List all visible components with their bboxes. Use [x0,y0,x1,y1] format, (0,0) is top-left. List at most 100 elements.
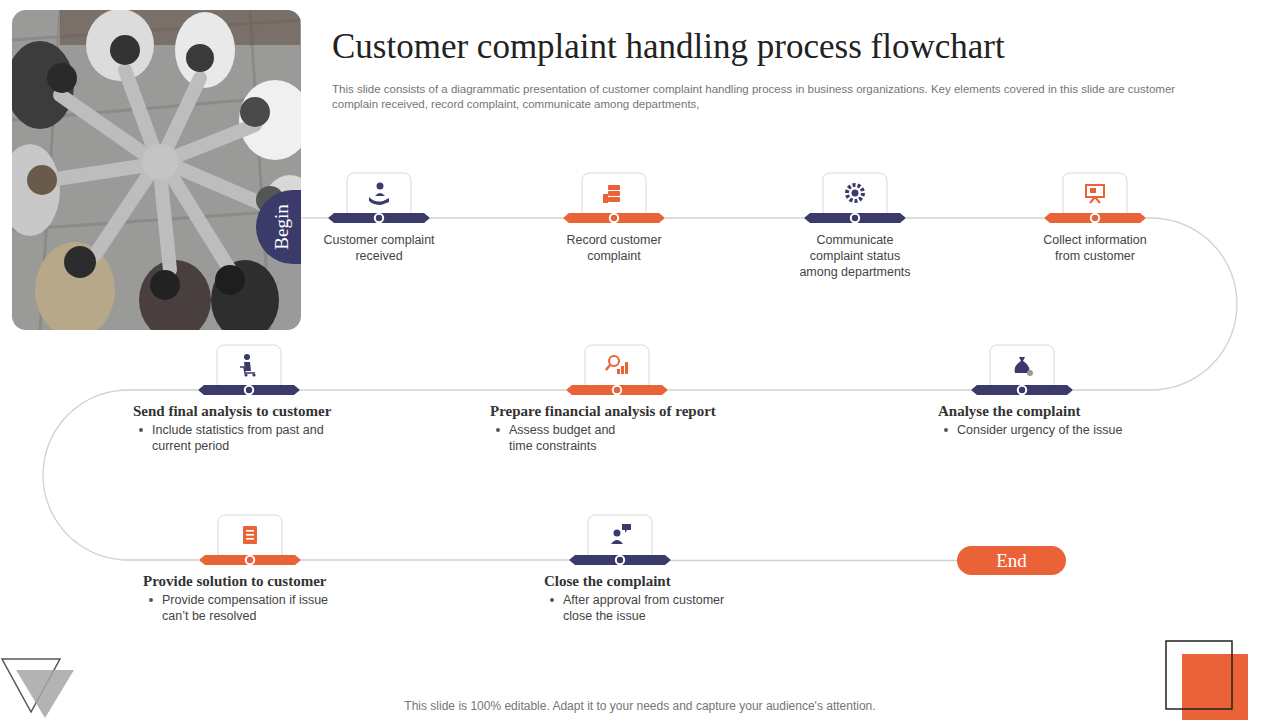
arm [125,70,155,152]
icon-part [625,362,628,374]
icon-box [347,173,411,218]
icon-box [582,173,646,218]
icon-box [588,515,652,560]
icon-part [246,538,254,540]
icon-part [240,367,255,373]
step-text: Send final analysis to customerInclude s… [133,402,348,454]
flow-connector [301,217,328,218]
label-wrap: This slide consists of a diagrammatic pr… [332,82,1222,112]
flow-node: Close the complaintAfter approval from c… [569,514,671,566]
flow-node: Send final analysis to customerInclude s… [198,344,300,396]
bullet-row: Include statistics from past and current… [133,422,348,454]
flow-node: Communicate complaint status among depar… [804,172,906,224]
icon-box [823,173,887,218]
flow-node: End [957,546,1066,575]
bullet-dot [496,428,500,432]
icon-box [1063,173,1127,218]
icon-part [608,197,620,202]
ribbon [569,555,671,565]
ribbon-dot [246,556,254,564]
arm [160,172,170,270]
begin-shape [256,190,301,264]
step-marker [199,514,301,566]
person-head [186,44,214,72]
flow-connector [301,559,569,560]
flow-node: Customer complaint received [328,172,430,224]
step-marker [566,344,668,396]
flow-node: Provide solution to customerProvide comp… [199,514,301,566]
ribbon [198,385,300,395]
step-icon [611,524,631,544]
ribbon-dot [375,214,383,222]
arms [50,70,265,270]
title-wrap: Customer complaint handling process flow… [332,27,1005,67]
ribbon-dot [1018,386,1026,394]
step-heading: Send final analysis to customer [133,402,348,420]
step-icon [847,185,863,201]
icon-box [990,345,1054,390]
step-marker [328,172,430,224]
flow-node: Record customer complaint [563,172,665,224]
step-label: Communicate complaint status among depar… [790,232,920,280]
icon-part [608,191,620,196]
person-head [240,97,270,127]
icon-part [852,190,859,197]
person-head [110,35,140,65]
step-text: Customer complaint received [314,232,444,264]
flow-connector [906,217,1044,218]
step-text: Close the complaintAfter approval from c… [544,572,739,624]
step-detail: After approval from customer close the i… [563,592,739,624]
icon-part [1027,370,1033,376]
icon-part [243,526,257,544]
flow-connector [668,389,971,390]
ribbon-dot [851,214,859,222]
flow-connector [665,217,804,218]
step-marker [569,514,671,566]
flow-node: Begin [256,190,301,264]
person-body [211,260,279,330]
bullet-dot [149,598,153,602]
icon-part [377,183,384,190]
step-label: Customer complaint received [314,232,444,264]
bullet-dot [944,428,948,432]
icon-part [606,365,610,370]
ribbon [563,213,665,223]
step-text: Analyse the complaintConsider urgency of… [938,402,1153,438]
step-marker [804,172,906,224]
icon-part [246,530,254,532]
step-detail: Provide compensation if issue can’t be r… [162,592,343,624]
icon-part [1015,357,1030,373]
step-heading: Provide solution to customer [143,572,343,590]
step-icon [1086,185,1104,203]
icon-part [244,373,247,376]
step-marker [563,172,665,224]
arm [50,165,148,180]
icon-part [246,534,254,536]
step-marker [1044,172,1146,224]
bullet-dot [139,428,143,432]
triangle-fill [16,670,74,718]
flow-node: Collect information from customer [1044,172,1146,224]
icon-part [608,185,620,190]
step-text: Record customer complaint [549,232,679,264]
icon-part [611,540,623,544]
arm [172,125,255,158]
bullet-row: Consider urgency of the issue [938,422,1153,438]
step-text: Collect information from customer [1030,232,1160,264]
flow-node: Prepare financial analysis of reportAsse… [566,344,668,396]
ribbon-dot [1091,214,1099,222]
begin-label: Begin [272,204,292,249]
step-text: Prepare financial analysis of reportAsse… [490,402,716,454]
icon-box [585,345,649,390]
arm [95,170,152,255]
step-label: Collect information from customer [1030,232,1160,264]
bullet-row: Provide compensation if issue can’t be r… [143,592,343,624]
step-heading: Analyse the complaint [938,402,1153,420]
ribbon [804,213,906,223]
step-heading: Close the complaint [544,572,739,590]
icon-part [1090,197,1100,203]
ribbon [199,555,301,565]
end-label: End [996,550,1027,572]
